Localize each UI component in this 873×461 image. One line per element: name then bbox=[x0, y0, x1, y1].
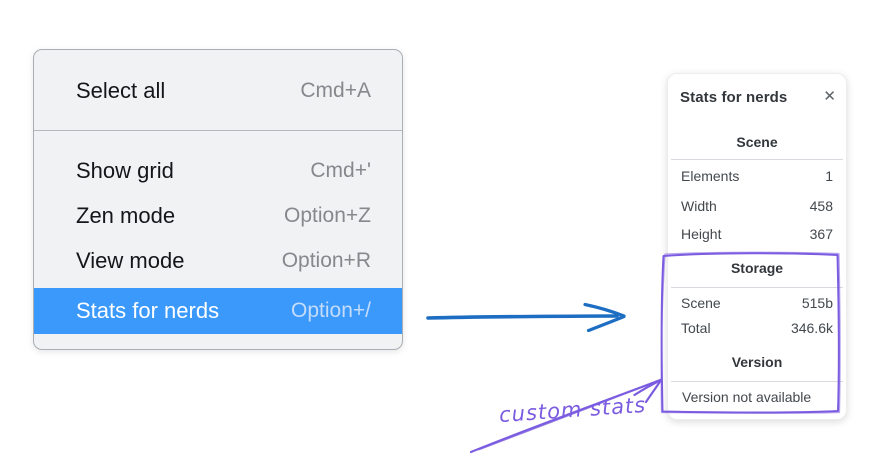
section-divider bbox=[671, 159, 843, 160]
menu-item-view-mode[interactable]: View mode Option+R bbox=[34, 235, 402, 287]
stat-label: Width bbox=[681, 198, 717, 214]
menu-item-label: Show grid bbox=[76, 158, 174, 183]
menu-item-select-all[interactable]: Select all Cmd+A bbox=[34, 65, 402, 117]
menu-item-stats-for-nerds[interactable]: Stats for nerds Option+/ bbox=[34, 288, 402, 334]
stat-row-elements: Elements 1 bbox=[681, 166, 833, 186]
stat-label: Scene bbox=[681, 295, 721, 311]
stat-value: 458 bbox=[809, 198, 833, 214]
menu-item-shortcut: Cmd+' bbox=[310, 159, 371, 182]
menu-item-label: Select all bbox=[76, 78, 166, 103]
stat-label: Height bbox=[681, 226, 722, 242]
menu-item-shortcut: Option+/ bbox=[291, 299, 371, 322]
stats-panel-title: Stats for nerds bbox=[680, 88, 788, 106]
stat-value: 346.6k bbox=[790, 320, 833, 336]
menu-divider bbox=[34, 130, 402, 131]
menu-item-label: Stats for nerds bbox=[76, 298, 220, 323]
stat-label: Total bbox=[681, 320, 711, 336]
menu-item-shortcut: Option+Z bbox=[284, 204, 371, 227]
stat-row-scene-storage: Scene 515b bbox=[681, 293, 833, 313]
stat-row-total-storage: Total 346.6k bbox=[681, 318, 833, 338]
stat-value: 367 bbox=[809, 226, 833, 242]
menu-item-zen-mode[interactable]: Zen mode Option+Z bbox=[34, 190, 402, 242]
context-menu: Select all Cmd+A Show grid Cmd+' Zen mod… bbox=[33, 49, 403, 350]
stat-row-height: Height 367 bbox=[681, 224, 833, 244]
stats-panel-header: Stats for nerds ✕ bbox=[680, 86, 836, 108]
stat-value: 515b bbox=[801, 295, 833, 311]
blue-arrow bbox=[426, 302, 626, 333]
menu-item-label: Zen mode bbox=[76, 203, 176, 228]
close-icon[interactable]: ✕ bbox=[823, 88, 836, 105]
menu-item-shortcut: Cmd+A bbox=[300, 79, 371, 102]
menu-item-label: View mode bbox=[76, 248, 185, 273]
section-heading-storage: Storage bbox=[730, 260, 784, 276]
menu-item-show-grid[interactable]: Show grid Cmd+' bbox=[34, 145, 402, 197]
stat-row-width: Width 458 bbox=[681, 196, 833, 216]
stat-label: Elements bbox=[681, 168, 740, 184]
section-divider bbox=[671, 381, 843, 382]
section-heading-scene: Scene bbox=[736, 134, 778, 150]
stat-value: 1 bbox=[825, 168, 833, 184]
version-note: Version not available bbox=[682, 389, 812, 405]
menu-item-shortcut: Option+R bbox=[281, 249, 371, 272]
section-divider bbox=[671, 287, 843, 288]
annotation-label: custom stats bbox=[498, 392, 647, 428]
section-heading-version: Version bbox=[731, 354, 783, 370]
stats-panel: Stats for nerds ✕ Scene Elements 1 Width… bbox=[667, 73, 847, 420]
